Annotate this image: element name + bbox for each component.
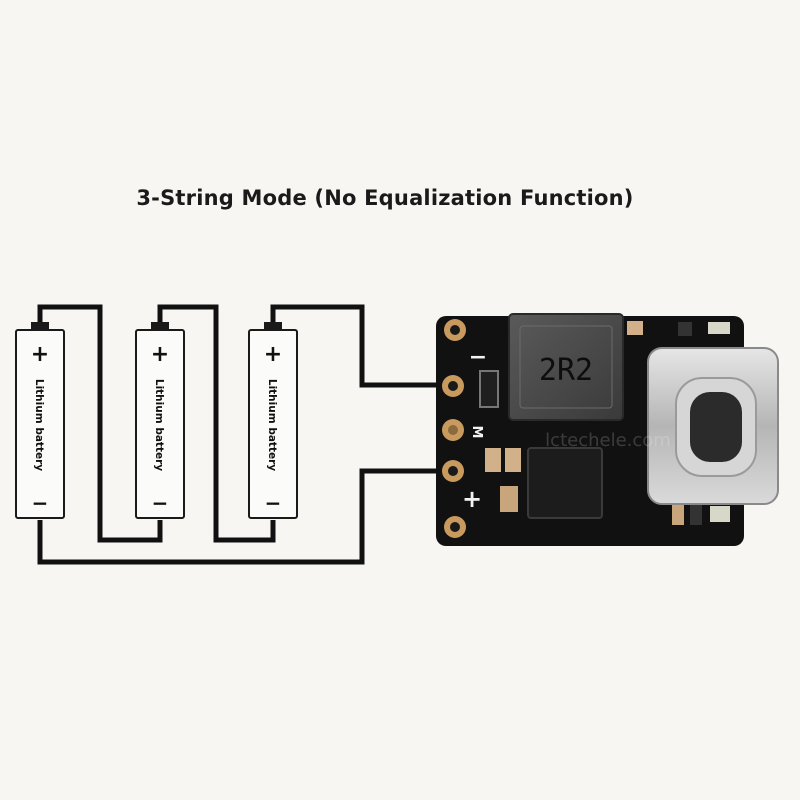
led-indicator	[708, 322, 730, 334]
battery-3-positive-symbol: +	[264, 342, 282, 367]
charger-board: − M + 2R2 lctechele.com	[436, 313, 779, 546]
pad-corner-bottom	[444, 516, 466, 538]
smd-component-5	[500, 486, 518, 512]
wires	[37, 304, 450, 565]
pad-negative	[442, 375, 464, 397]
battery-1: + Lithium battery −	[15, 322, 65, 519]
battery-1-label: Lithium battery	[33, 379, 45, 471]
inductor-marking: 2R2	[539, 353, 593, 388]
ic-chip	[527, 447, 603, 519]
battery-2-negative-symbol: −	[152, 491, 169, 515]
pad-corner-top	[444, 319, 466, 341]
watermark: lctechele.com	[545, 430, 671, 451]
smd-component-8	[710, 506, 730, 522]
wire-b1-to-positive-pin	[37, 468, 450, 565]
battery-1-positive-symbol: +	[31, 342, 49, 367]
smd-component-1	[627, 321, 643, 335]
pin-label-positive: +	[462, 485, 482, 513]
wire-b2-positive	[157, 304, 276, 543]
smd-component-4	[505, 448, 521, 472]
pad-positive	[442, 460, 464, 482]
smd-component-3	[485, 448, 501, 472]
battery-3-label: Lithium battery	[266, 379, 278, 471]
battery-3: + Lithium battery −	[248, 322, 298, 519]
pad-middle	[442, 419, 464, 441]
battery-3-negative-symbol: −	[265, 491, 282, 515]
capacitor-1	[479, 370, 499, 408]
pin-label-middle: M	[469, 426, 484, 439]
battery-2-label: Lithium battery	[153, 379, 165, 471]
battery-1-negative-symbol: −	[32, 491, 49, 515]
smd-component-7	[690, 503, 702, 525]
smd-component-6	[672, 503, 684, 525]
pin-label-negative: −	[469, 345, 487, 370]
wire-b3-to-negative-pin	[270, 304, 450, 388]
smd-component-2	[678, 322, 692, 336]
battery-2: + Lithium battery −	[135, 322, 185, 519]
diagram-title: 3-String Mode (No Equalization Function)	[136, 186, 634, 210]
wire-b1-positive	[37, 304, 163, 543]
battery-2-positive-symbol: +	[151, 342, 169, 367]
inductor	[508, 313, 624, 421]
